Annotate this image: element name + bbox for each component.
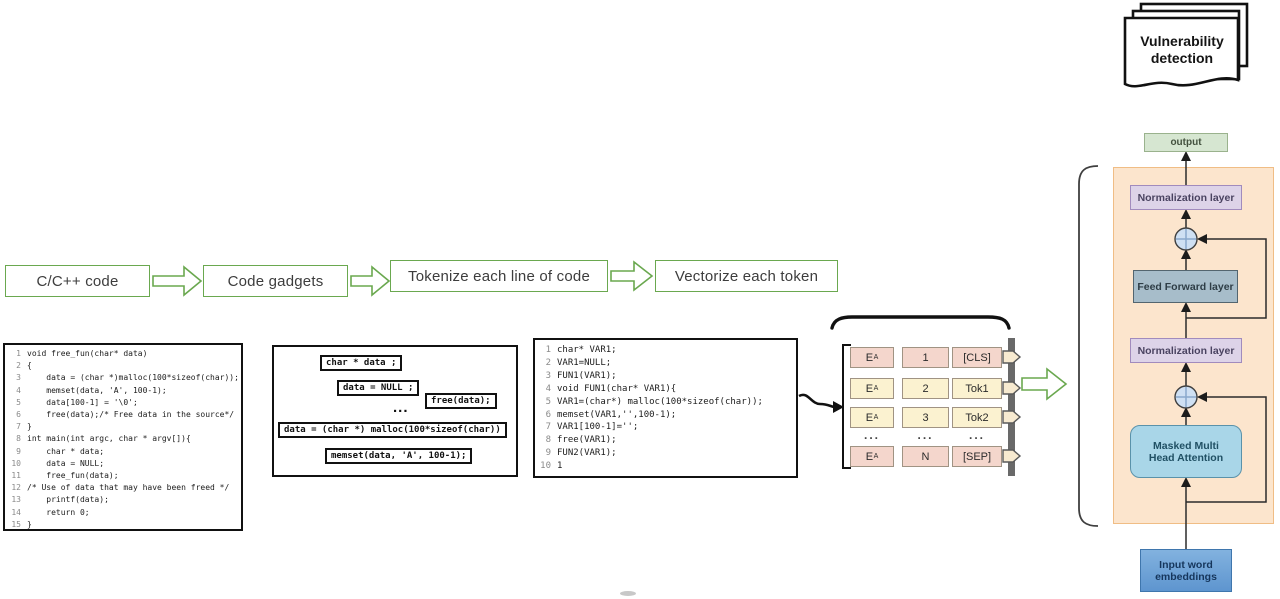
line-number: 6 [545,409,551,420]
token-cell: [SEP] [952,446,1002,467]
feed-forward-layer: Feed Forward layer [1133,270,1238,303]
token-cell: [CLS] [952,347,1002,368]
collector-bar [1008,338,1015,476]
line-number: 7 [16,422,21,432]
line-number: 9 [16,446,21,456]
gadget-snippet: free(data); [425,393,497,409]
normalization-layer-2: Normalization layer [1130,338,1242,363]
gadget-snippet: char * data ; [320,355,403,371]
position-cell: N [902,446,949,467]
ellipsis: ... [968,428,985,442]
token-cell: Tok2 [952,407,1002,428]
line-number: 8 [16,434,21,444]
line-number: 3 [545,370,551,381]
gadget-panel: char * data ; data = NULL ; free(data); … [272,345,518,477]
normalization-layer-1: Normalization layer [1130,185,1242,210]
pipeline-step-label: Code gadgets [227,272,324,290]
code-line: 9 char * data; [7,446,239,458]
line-number: 13 [11,495,21,505]
position-cell: 1 [902,347,949,368]
line-number: 5 [16,397,21,407]
line-number: 3 [16,373,21,383]
line-number: 10 [11,458,21,468]
line-number: 5 [545,396,551,407]
pipeline-step-label: C/C++ code [36,272,119,290]
ellipsis: ... [863,428,880,442]
pipeline-step-vectorize: Vectorize each token [655,260,838,292]
code-line: 2{ [7,360,239,372]
code-line: 4 memset(data, 'A', 100-1); [7,385,239,397]
code-to-grid-arrow-icon [798,393,844,413]
line-number: 12 [11,483,21,493]
transformer-bracket-icon [1078,165,1099,527]
token-cell: Tok1 [952,378,1002,399]
pipeline-step-label: Vectorize each token [674,267,819,285]
position-cell: 3 [902,407,949,428]
code-line: 7} [7,421,239,433]
pipeline-step-source-code: C/C++ code [5,265,150,297]
line-number: 1 [545,345,551,355]
output-box: output [1144,133,1228,152]
ellipsis: ... [393,399,409,416]
line-number: 1 [16,349,21,358]
line-number: 2 [545,357,551,368]
line-number: 8 [545,435,551,446]
vulnerability-detection-label: Vulnerability detection [1140,33,1224,66]
line-number: 2 [16,361,21,371]
line-number: 10 [540,461,551,472]
line-number: 11 [11,471,21,481]
gadget-snippet: data = (char *) malloc(100*sizeof(char)) [278,422,507,438]
pipeline-step-tokenize: Tokenize each line of code [390,260,608,292]
code-line: 15} [7,519,239,529]
code-line: 13 printf(data); [7,494,239,506]
ellipsis: ... [917,428,934,442]
line-number: 15 [11,519,21,529]
gadget-snippet: memset(data, 'A', 100-1); [325,448,473,464]
gadget-snippet: data = NULL ; [337,380,420,396]
code-line: 11 free_fun(data); [7,470,239,482]
input-embeddings-box: Input word embeddings [1140,549,1232,592]
code-line: 10 data = NULL; [7,458,239,470]
caption-fragment [620,591,636,596]
line-number: 4 [545,383,551,394]
code-line: 6 free(data);/* Free data in the source*… [7,409,239,421]
line-number: 6 [16,410,21,420]
line-number: 7 [545,422,551,433]
masked-attention-box: Masked Multi Head Attention [1130,425,1242,478]
code-line: 12/* Use of data that may have been free… [7,482,239,494]
position-cell: 2 [902,378,949,399]
line-number: 9 [545,448,551,459]
line-number: 4 [16,385,21,395]
code-line: 3 data = (char *)malloc(100*sizeof(char)… [7,372,239,384]
code-line: 5 data[100-1] = '\0'; [7,397,239,409]
overbrace-icon [830,315,1011,330]
pipeline-step-label: Tokenize each line of code [408,267,590,285]
line-number: 14 [11,507,21,517]
code-line: 14 return 0; [7,507,239,519]
pipeline-step-code-gadgets: Code gadgets [203,265,348,297]
